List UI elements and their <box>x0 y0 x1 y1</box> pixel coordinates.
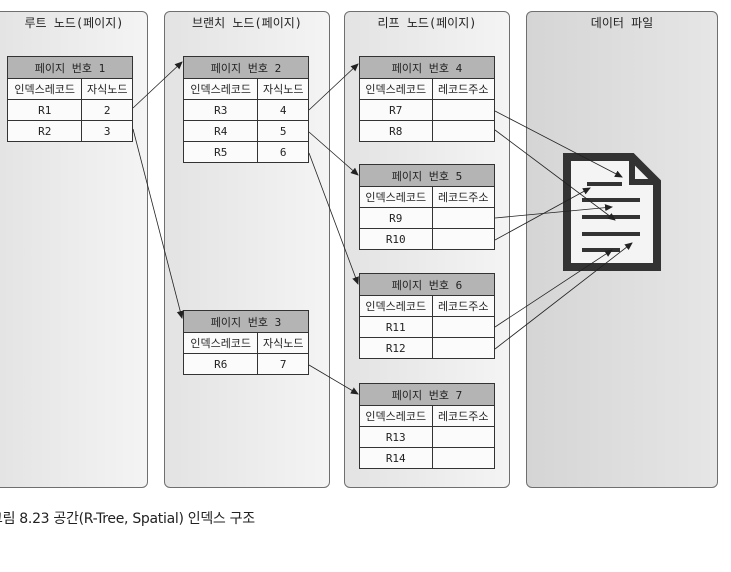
page-2-title: 페이지 번호 2 <box>183 56 309 79</box>
arrow-r10-to-data <box>494 187 591 241</box>
child-node: 4 <box>257 99 309 121</box>
page-1-table: 페이지 번호 1 인덱스레코드 자식노드 R1 2 R2 3 <box>6 56 133 142</box>
child-node: 6 <box>257 141 309 163</box>
index-record: R6 <box>182 353 259 375</box>
data-file-column: 데이터 파일 <box>526 11 718 488</box>
table-row: R5 6 <box>182 141 309 163</box>
arrow-r7-to-data <box>494 110 623 178</box>
table-row: R7 <box>359 99 495 121</box>
record-address <box>431 316 495 338</box>
leaf-node-column-title: 리프 노드(페이지) <box>377 16 477 30</box>
child-node: 3 <box>81 120 133 142</box>
page-4-title: 페이지 번호 4 <box>359 56 495 79</box>
table-row: R6 7 <box>182 353 309 375</box>
page-3-header-index: 인덱스레코드 <box>182 332 259 354</box>
index-record: R14 <box>359 447 433 469</box>
arrow-p2-to-p4 <box>308 63 359 111</box>
record-address <box>431 228 495 250</box>
index-record: R12 <box>359 337 433 359</box>
page-6-header-index: 인덱스레코드 <box>359 295 433 317</box>
figure-caption: 그림 8.23 공간(R-Tree, Spatial) 인덱스 구조 <box>0 511 255 527</box>
index-record: R8 <box>359 120 433 142</box>
page-4-table: 페이지 번호 4 인덱스레코드 레코드주소 R7 R8 <box>359 56 495 142</box>
page-3-table: 페이지 번호 3 인덱스레코드 자식노드 R6 7 <box>182 310 309 375</box>
page-6-table: 페이지 번호 6 인덱스레코드 레코드주소 R11 R12 <box>359 273 495 359</box>
table-row: R2 3 <box>6 120 133 142</box>
root-node-column-title: 루트 노드(페이지) <box>24 16 124 30</box>
child-node: 7 <box>257 353 309 375</box>
index-record: R1 <box>6 99 83 121</box>
page-4-header-index: 인덱스레코드 <box>359 78 433 100</box>
page-7-header-address: 레코드주소 <box>431 405 495 427</box>
data-file-column-title: 데이터 파일 <box>590 16 654 30</box>
index-record: R5 <box>182 141 259 163</box>
table-row: R14 <box>359 447 495 469</box>
page-6-title: 페이지 번호 6 <box>359 273 495 296</box>
page-5-title: 페이지 번호 5 <box>359 164 495 187</box>
table-row: R9 <box>359 207 495 229</box>
index-record: R11 <box>359 316 433 338</box>
table-row: R3 4 <box>182 99 309 121</box>
record-address <box>431 120 495 142</box>
page-3-title: 페이지 번호 3 <box>183 310 309 333</box>
arrow-p2-to-p6 <box>308 152 359 285</box>
child-node: 2 <box>81 99 133 121</box>
arrow-r9-to-data <box>494 204 613 219</box>
page-4-header-address: 레코드주소 <box>431 78 495 100</box>
table-row: R8 <box>359 120 495 142</box>
arrow-p1-to-p3 <box>132 128 184 319</box>
table-row: R10 <box>359 228 495 250</box>
arrow-p2-to-p5 <box>308 131 359 176</box>
table-row: R1 2 <box>6 99 133 121</box>
index-record: R2 <box>6 120 83 142</box>
page-3-header-child: 자식노드 <box>257 332 309 354</box>
page-7-table: 페이지 번호 7 인덱스레코드 레코드주소 R13 R14 <box>359 383 495 469</box>
table-row: R11 <box>359 316 495 338</box>
page-5-table: 페이지 번호 5 인덱스레코드 레코드주소 R9 R10 <box>359 164 495 250</box>
table-row: R12 <box>359 337 495 359</box>
arrow-p3-to-p7 <box>308 364 359 395</box>
arrow-r12-to-data <box>494 242 633 350</box>
branch-node-column-title: 브랜치 노드(페이지) <box>192 16 302 30</box>
arrow-r8-to-data <box>494 129 616 221</box>
index-record: R10 <box>359 228 433 250</box>
page-2-header-index: 인덱스레코드 <box>182 78 259 100</box>
record-address <box>431 447 495 469</box>
record-address <box>431 337 495 359</box>
index-record: R9 <box>359 207 433 229</box>
page-7-title: 페이지 번호 7 <box>359 383 495 406</box>
page-2-header-child: 자식노드 <box>257 78 309 100</box>
page-5-header-index: 인덱스레코드 <box>359 186 433 208</box>
page-1-header-index: 인덱스레코드 <box>6 78 83 100</box>
record-address <box>431 207 495 229</box>
arrow-p1-to-p2 <box>132 61 183 109</box>
page-2-table: 페이지 번호 2 인덱스레코드 자식노드 R3 4 R4 5 R5 6 <box>182 56 309 163</box>
index-record: R3 <box>182 99 259 121</box>
arrow-r11-to-data <box>494 249 613 328</box>
